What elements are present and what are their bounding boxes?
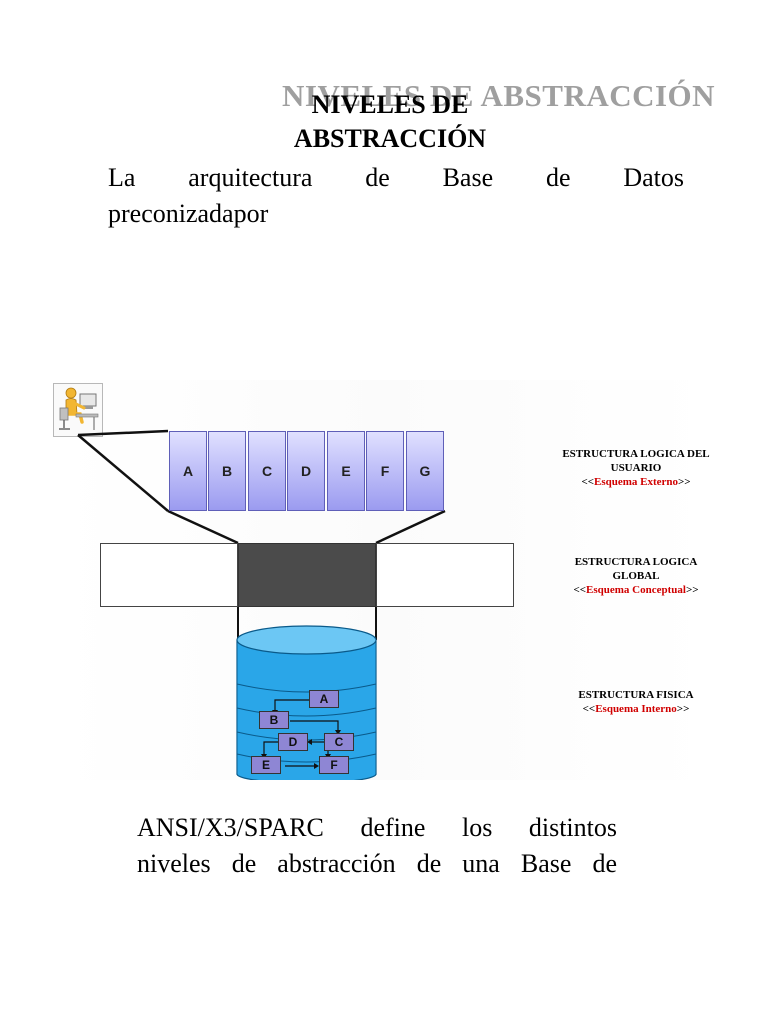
conceptual-box-right xyxy=(376,543,514,607)
conceptual-box-left xyxy=(100,543,238,607)
external-box-e: E xyxy=(327,431,365,511)
level-conceptual-title-2: GLOBAL xyxy=(612,570,660,582)
physical-box-b: B xyxy=(259,711,289,729)
intro-line-1: La arquitectura de Base de Datos xyxy=(108,163,684,192)
physical-box-d: D xyxy=(278,733,308,751)
intro-line-2: preconizadapor xyxy=(108,199,269,228)
footer-line-1: ANSI/X3/SPARC define los distintos xyxy=(137,813,617,842)
physical-box-a: A xyxy=(309,690,339,708)
level-external-title-2: USUARIO xyxy=(610,462,662,474)
page-title-line-1: NIVELES DE xyxy=(311,90,469,119)
external-box-c: C xyxy=(248,431,286,511)
footer-line-2: niveles de abstracción de una Base de xyxy=(137,849,617,878)
external-box-b: B xyxy=(208,431,246,511)
external-box-f: F xyxy=(366,431,404,511)
external-box-d: D xyxy=(287,431,325,511)
physical-box-c: C xyxy=(324,733,354,751)
physical-box-e: E xyxy=(251,756,281,774)
level-external-title: ESTRUCTURA LOGICA DEL xyxy=(562,448,710,460)
external-box-a: A xyxy=(169,431,207,511)
physical-box-f: F xyxy=(319,756,349,774)
level-physical-title: ESTRUCTURA FISICA xyxy=(578,689,694,701)
level-physical-schema: <<Esquema Interno>> xyxy=(582,703,690,715)
level-external-schema: <<Esquema Externo>> xyxy=(581,476,691,488)
page-title: NIVELES DE ABSTRACCIÓN xyxy=(250,88,530,156)
level-label-physical: ESTRUCTURA FISICA <<Esquema Interno>> xyxy=(548,688,724,716)
conceptual-box-center xyxy=(238,543,376,607)
background-watermark-title: NIVELES DE ABSTRACCIÓN xyxy=(282,78,716,113)
level-label-external: ESTRUCTURA LOGICA DEL USUARIO <<Esquema … xyxy=(548,447,724,489)
level-label-conceptual: ESTRUCTURA LOGICA GLOBAL <<Esquema Conce… xyxy=(548,555,724,597)
level-conceptual-schema: <<Esquema Conceptual>> xyxy=(573,584,699,596)
page-title-line-2: ABSTRACCIÓN xyxy=(293,124,487,153)
level-conceptual-title: ESTRUCTURA LOGICA xyxy=(574,556,698,568)
external-box-g: G xyxy=(406,431,444,511)
